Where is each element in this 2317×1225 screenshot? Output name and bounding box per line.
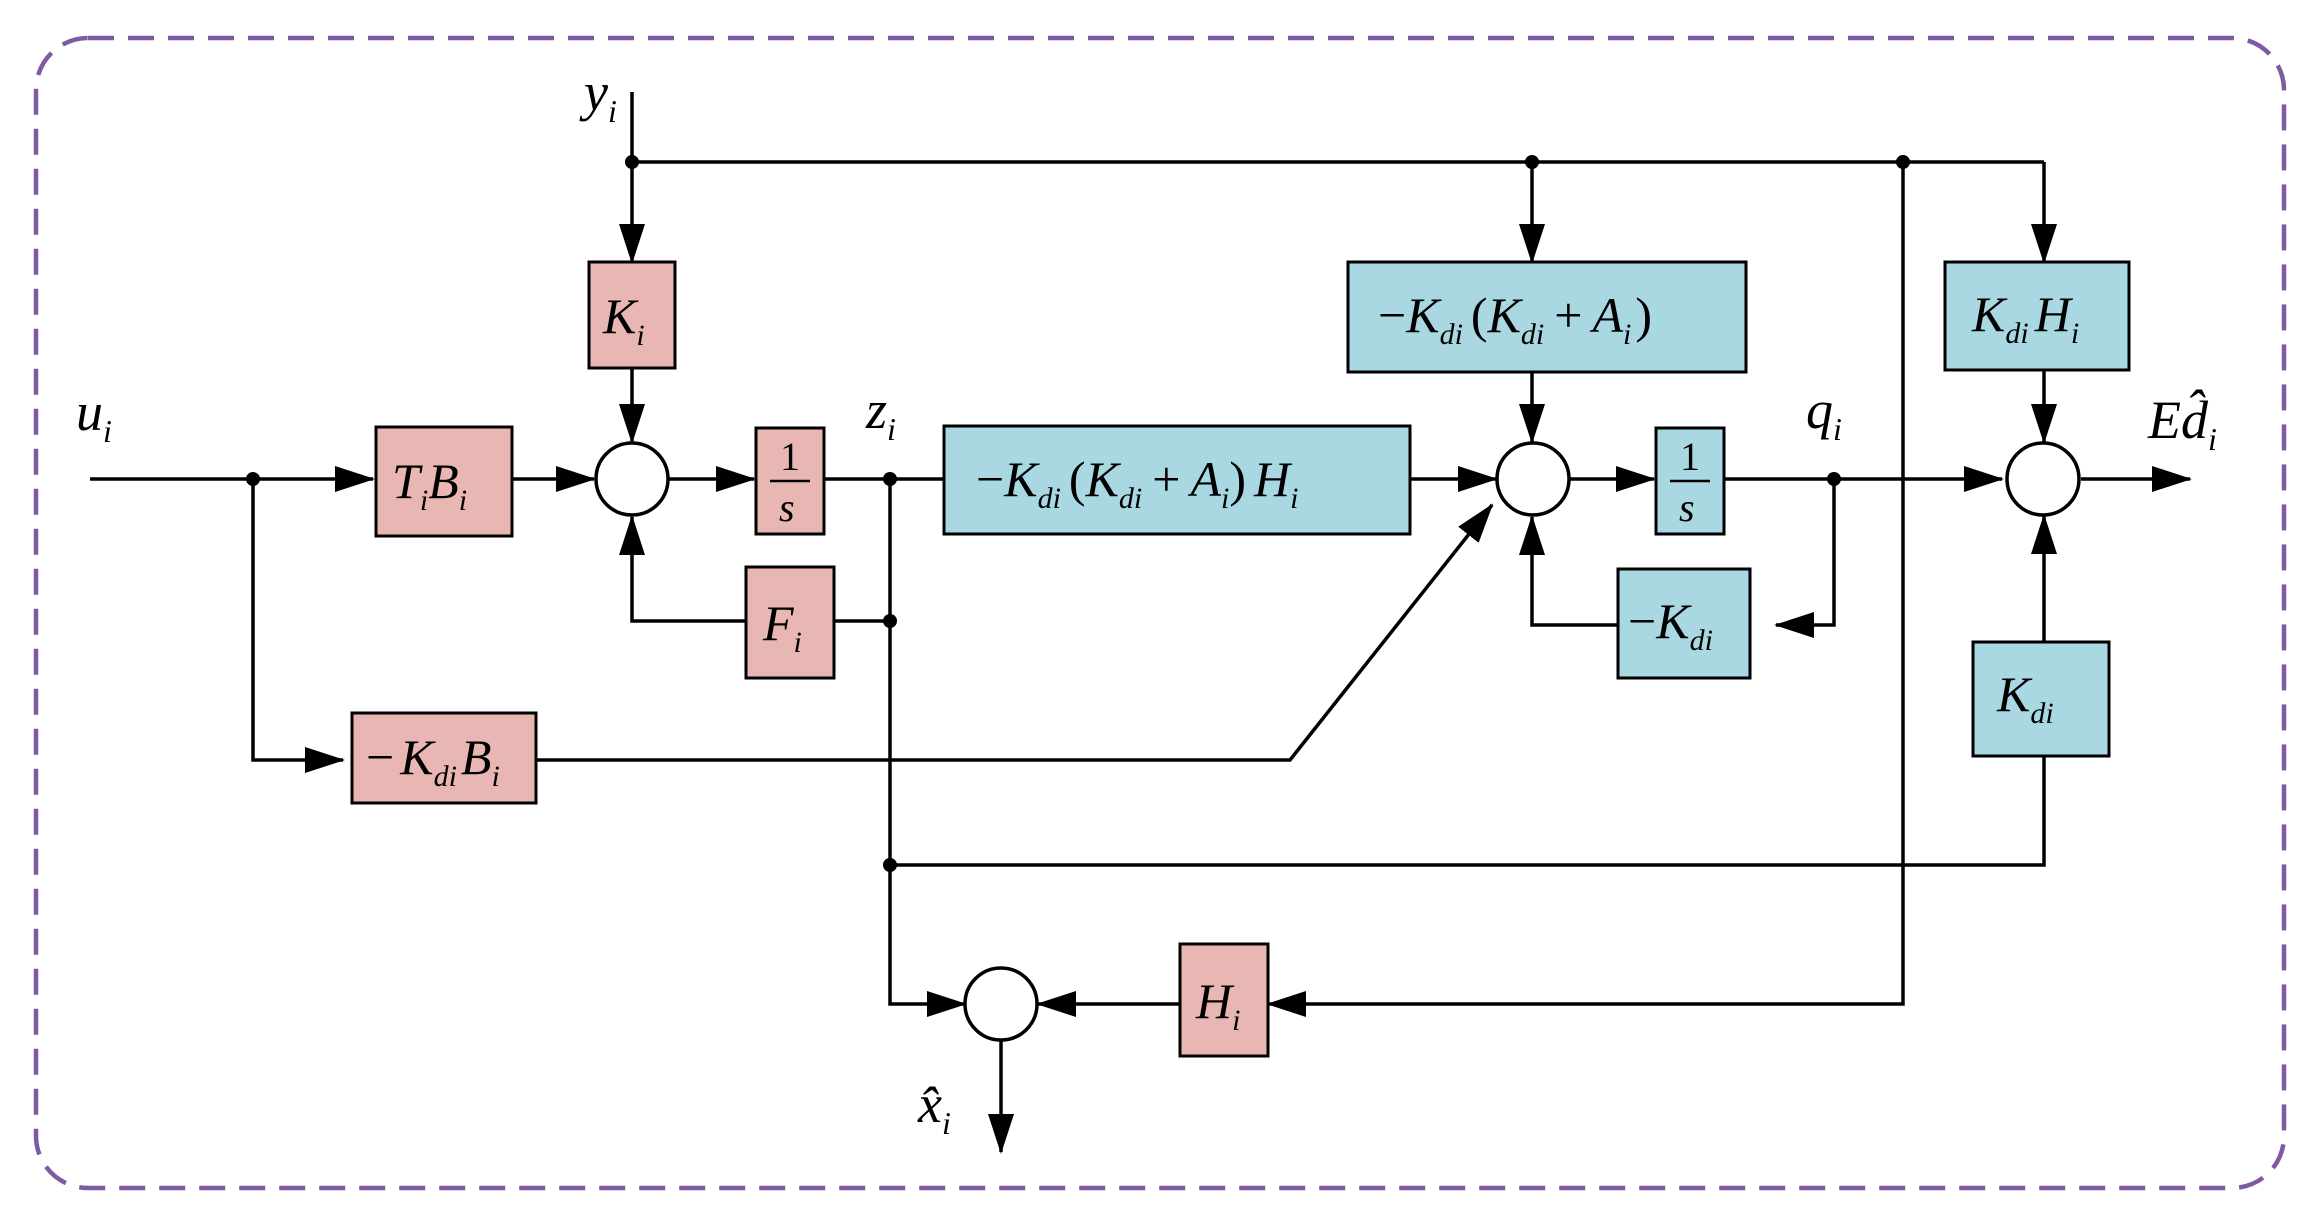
- junction-z: [883, 472, 897, 486]
- svg-text:Fi: Fi: [762, 595, 802, 659]
- signal-label-u: ui: [76, 382, 112, 449]
- svg-text:−Kdi(Kdi+Ai)Hi: −Kdi(Kdi+Ai)Hi: [976, 451, 1298, 515]
- block-integrator-1: 1 s: [754, 426, 826, 536]
- svg-text:Kdi: Kdi: [1996, 666, 2054, 730]
- wire-y-to-hi: [1266, 162, 1905, 1017]
- svg-text:−KdiBi: −KdiBi: [366, 729, 500, 793]
- wire-fi-to-sum1: [619, 515, 746, 623]
- junction-y-topgain: [1525, 155, 1539, 169]
- svg-text:s: s: [1679, 485, 1695, 530]
- block-ki: Ki: [587, 260, 677, 370]
- junction-z-kd: [883, 858, 897, 872]
- summing-junction-3: [2005, 441, 2081, 517]
- svg-text:−Kdi: −Kdi: [1628, 593, 1713, 657]
- wire-z-to-sum4: [888, 865, 967, 1017]
- block-kdbi: −KdiBi: [350, 711, 538, 805]
- summing-junction-1: [594, 441, 670, 517]
- svg-text:1: 1: [1680, 434, 1700, 479]
- junction-y-hi: [1896, 155, 1910, 169]
- signal-label-z: zi: [865, 380, 896, 447]
- wire-kdbi-to-sum2: [536, 503, 1494, 762]
- block-kd: Kdi: [1971, 640, 2111, 758]
- junction-z-fi: [883, 614, 897, 628]
- block-hi: Hi: [1178, 942, 1270, 1058]
- svg-text:s: s: [779, 485, 795, 530]
- wire-q-to-negkd: [1774, 479, 1836, 638]
- signal-label-xhat: x̂i: [917, 1074, 951, 1141]
- wire-negkd-to-sum2: [1519, 515, 1618, 627]
- block-big-gain: −Kdi(Kdi+Ai)Hi: [942, 424, 1412, 536]
- svg-text:1: 1: [780, 434, 800, 479]
- junction-dots: [246, 155, 1910, 872]
- block-integrator-2: 1 s: [1654, 426, 1726, 536]
- wire-z-to-kd: [890, 756, 2046, 867]
- signal-wires: [90, 92, 2192, 1154]
- summing-junction-2: [1495, 441, 1571, 517]
- signal-label-q: qi: [1806, 380, 1842, 447]
- summing-junction-4: [963, 966, 1039, 1042]
- signal-label-y: yi: [579, 62, 617, 129]
- junction-q: [1827, 472, 1841, 486]
- signal-label-ed: Ed̂i: [2147, 388, 2217, 457]
- block-fi: Fi: [744, 565, 836, 680]
- svg-text:TiBi: TiBi: [392, 453, 467, 517]
- svg-text:Hi: Hi: [1195, 973, 1240, 1037]
- junction-u: [246, 472, 260, 486]
- block-neg-kd: −Kdi: [1616, 567, 1752, 680]
- wire-u-to-kdbi: [251, 479, 345, 773]
- block-top-gain: −Kdi(Kdi+Ai): [1346, 260, 1748, 374]
- block-tibi: TiBi: [374, 425, 514, 538]
- junction-y: [625, 155, 639, 169]
- dashed-frame: [33, 35, 2287, 1191]
- svg-text:Ki: Ki: [602, 288, 645, 352]
- svg-text:−Kdi(Kdi+Ai): −Kdi(Kdi+Ai): [1378, 287, 1652, 351]
